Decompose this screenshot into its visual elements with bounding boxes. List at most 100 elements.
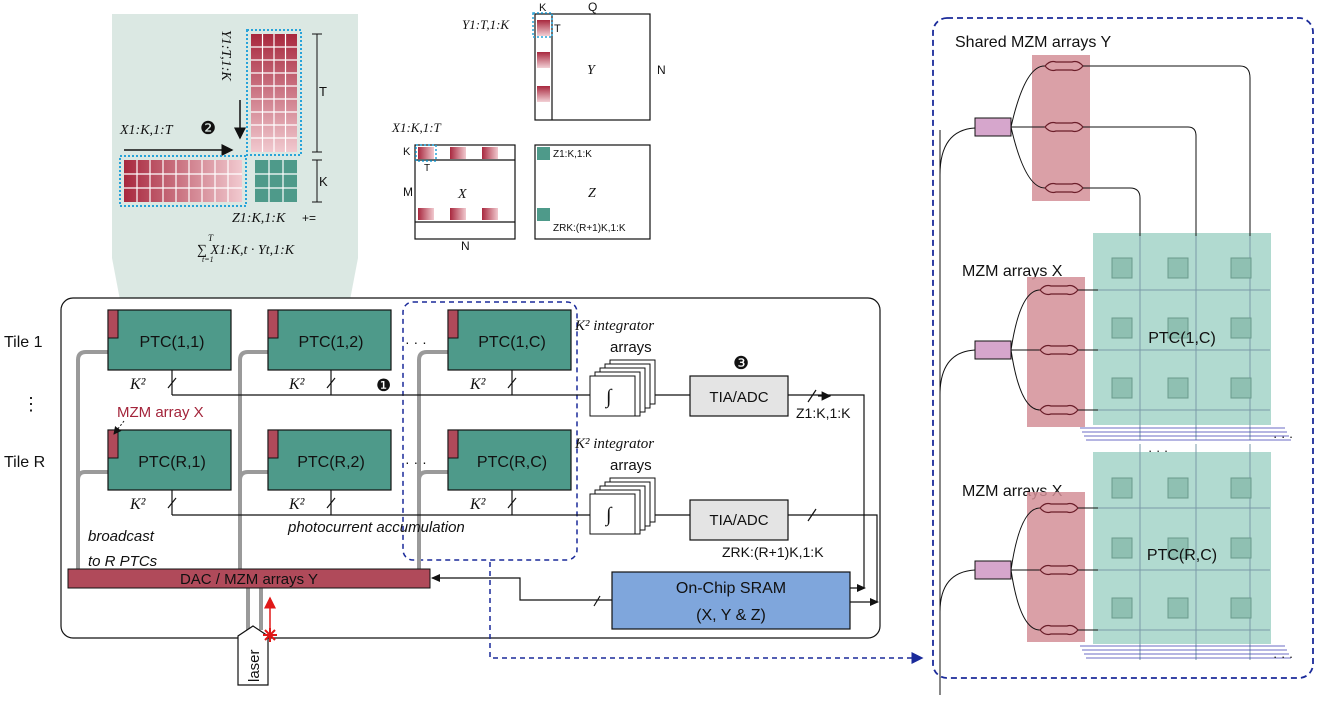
integral-symbol: ∫ — [604, 504, 613, 527]
shared-mzm-y-label: Shared MZM arrays Y — [955, 34, 1112, 51]
step-2-marker: ❷ — [200, 118, 216, 138]
mzm-x-region — [1027, 492, 1085, 642]
step-1-marker: ❶ — [376, 376, 391, 395]
x-matrix-name: X — [457, 187, 467, 202]
z-matrix-bottom: ZRK:(R+1)K,1:K — [553, 223, 626, 234]
sum-formula: ∑ X1:K,t · Yt,1:K — [197, 243, 295, 258]
y-matrix-q: Q — [588, 0, 597, 14]
y-matrix-n: N — [657, 63, 666, 77]
dac-label: DAC / MZM arrays Y — [180, 571, 318, 588]
k2-label: K² — [469, 496, 487, 513]
y-matrix — [534, 13, 651, 121]
ptc-block[interactable] — [107, 309, 232, 371]
tile-1-label: Tile 1 — [4, 334, 43, 351]
x-matrix-n: N — [461, 239, 470, 253]
integrator-label-2a: K² integrator — [574, 436, 654, 452]
column-highlight-box — [402, 301, 578, 561]
detail-panel: Shared MZM arrays Y MZM arrays X MZM arr… — [932, 17, 1314, 695]
ptc-label: PTC(R,1) — [138, 454, 206, 471]
ptc-block[interactable] — [447, 429, 572, 491]
mzm-arrays-x-label-1: MZM arrays X — [962, 263, 1063, 280]
tile-r-label: Tile R — [4, 454, 45, 471]
k2-label: K² — [129, 496, 147, 513]
y-matrix-name: Y — [587, 63, 597, 78]
z-matrix — [534, 144, 651, 240]
k2-label: K² — [469, 376, 487, 393]
matrices-panel: Y1:T,1:K K Q T Y N X1:K,1:T K T M X N Z1… — [391, 0, 666, 253]
on-chip-sram[interactable] — [611, 571, 851, 630]
broadcast-label-2: to R PTCs — [88, 553, 158, 570]
integrator-label-1b: arrays — [610, 339, 652, 356]
ptc-block[interactable] — [267, 309, 392, 371]
ptc-grid-1: PTC(1,C) — [1080, 236, 1291, 441]
z-output-1: Z1:K,1:K — [796, 405, 851, 421]
ptc-block[interactable] — [267, 429, 392, 491]
x-matrix-top-label: X1:K,1:T — [391, 120, 442, 135]
zoom-panel: Y1:T,1:K T K X1:K,1:T ❷ Z — [112, 14, 358, 300]
mzm-array-x-label: MZM array X — [117, 404, 204, 421]
zoom-z-op: += — [302, 211, 316, 225]
tia-adc-1-label: TIA/ADC — [709, 389, 768, 406]
broadcast-label-1: broadcast — [88, 528, 155, 545]
ptc-detail-2-label: PTC(R,C) — [1147, 547, 1217, 564]
integrator-stack-2: ∫ — [589, 477, 656, 535]
dac-mzm-bar[interactable] — [67, 568, 431, 589]
y-matrix-k: K — [539, 2, 547, 14]
y-matrix-top-label: Y1:T,1:K — [462, 17, 510, 32]
x-matrix-m: M — [403, 185, 413, 199]
k2-label: K² — [288, 496, 306, 513]
z-matrix-top: Z1:K,1:K — [553, 149, 592, 160]
ptc-label: PTC(1,1) — [140, 334, 205, 351]
ptc-block[interactable] — [107, 429, 232, 491]
zoom-z-label: Z1:K,1:K — [232, 211, 286, 226]
ptc-label: PTC(1,2) — [299, 334, 364, 351]
x-matrix-t: T — [424, 163, 430, 174]
zoom-x-block — [119, 155, 247, 207]
ptc-grid-2: PTC(R,C) — [1080, 444, 1291, 660]
shared-mzm-y-region — [1032, 55, 1090, 201]
x-matrix-k: K — [403, 146, 411, 158]
zoom-k-label: K — [319, 174, 328, 189]
integrator-label-1a: K² integrator — [574, 318, 654, 334]
tiles-panel: PTC(1,1) PTC(1,2) PTC(1,C) · · · PTC(R,1… — [4, 297, 881, 686]
sram-label-1: On-Chip SRAM — [676, 580, 786, 597]
laser-source: laser — [237, 596, 277, 686]
row-r-dots: · · · — [405, 454, 427, 470]
zoom-x-label: X1:K,1:T — [119, 123, 174, 138]
k2-label: K² — [129, 376, 147, 393]
integrator-label-2b: arrays — [610, 457, 652, 474]
sram-label-2: (X, Y & Z) — [696, 607, 766, 624]
step-3-marker: ❸ — [733, 353, 749, 373]
ptc-label: PTC(1,C) — [478, 334, 546, 351]
detail-dots-3: · · · — [1273, 649, 1293, 664]
tile-dots: ⋮ — [22, 394, 40, 414]
ptc-row-r: PTC(R,1) PTC(R,2) PTC(R,C) · · · — [107, 429, 572, 491]
tia-adc-2[interactable] — [689, 499, 789, 541]
detail-dots-1: · · · — [1273, 429, 1293, 444]
ptc-block[interactable] — [447, 309, 572, 371]
y-matrix-t: T — [554, 23, 561, 35]
k2-label: K² — [288, 376, 306, 393]
ptc-label: PTC(R,C) — [477, 454, 547, 471]
sum-lower: t=1 — [202, 255, 214, 264]
ptc-label: PTC(R,2) — [297, 454, 365, 471]
z-matrix-name: Z — [588, 186, 596, 201]
zoom-z-block — [255, 160, 297, 202]
tia-adc-1[interactable] — [689, 375, 789, 417]
laser-label: laser — [246, 649, 263, 682]
tia-adc-2-label: TIA/ADC — [709, 512, 768, 529]
zoom-t-label: T — [319, 84, 327, 99]
integral-symbol: ∫ — [604, 386, 613, 409]
integrator-stack-1: ∫ — [589, 359, 656, 417]
row-1-dots: · · · — [405, 334, 427, 350]
ptc-detail-1-label: PTC(1,C) — [1148, 330, 1216, 347]
zoom-y-block — [246, 29, 302, 156]
z-output-2: ZRK:(R+1)K,1:K — [722, 544, 824, 560]
readout-panel: ∫ ∫ K² integrator arrays K² integrator a… — [431, 318, 924, 664]
detail-dots-2: · · · — [1148, 443, 1168, 458]
photocurrent-label: photocurrent accumulation — [287, 519, 465, 536]
ptc-row-1: PTC(1,1) PTC(1,2) PTC(1,C) · · · — [107, 309, 572, 371]
sum-upper: T — [208, 233, 214, 243]
zoom-y-label: Y1:T,1:K — [218, 30, 233, 81]
